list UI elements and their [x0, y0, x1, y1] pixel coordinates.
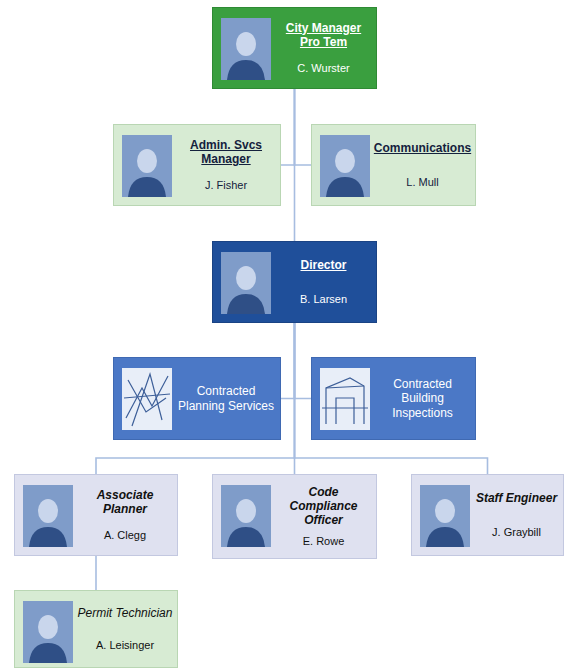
person-name: E. Rowe — [303, 535, 345, 548]
staff-photo — [221, 485, 271, 547]
text-column: Admin. Svcs Manager J. Fisher — [176, 131, 276, 199]
role-title: Admin. Svcs Manager — [176, 138, 276, 167]
person-name: A. Clegg — [104, 529, 146, 542]
text-column: Contracted Planning Services — [176, 364, 276, 433]
role-title: Director — [300, 258, 346, 272]
text-column: Staff Engineer J. Graybill — [474, 481, 559, 549]
person-name: B. Larsen — [300, 293, 347, 306]
person-name: A. Leisinger — [96, 639, 154, 652]
staff-photo — [320, 135, 370, 197]
staff-box: Staff Engineer J. Graybill — [411, 474, 564, 556]
staff-box: Admin. Svcs Manager J. Fisher — [113, 124, 281, 206]
staff-box: Permit Technician A. Leisinger — [14, 590, 178, 668]
text-column: Permit Technician A. Leisinger — [77, 597, 173, 661]
staff-photo — [221, 252, 271, 314]
text-column: Director B. Larsen — [275, 248, 372, 316]
reporting-line — [294, 89, 296, 241]
reporting-line — [95, 556, 97, 590]
staff-photo — [221, 18, 271, 80]
role-title: Staff Engineer — [476, 491, 557, 505]
person-name: J. Graybill — [492, 526, 541, 539]
director-box: Director B. Larsen — [212, 241, 377, 323]
service-box: Contracted Planning Services — [113, 357, 281, 440]
staff-box: Associate Planner A. Clegg — [14, 474, 178, 556]
person-name: L. Mull — [406, 176, 438, 189]
role-title: Associate Planner — [77, 488, 173, 517]
reporting-line — [295, 89, 312, 165]
staff-photo — [23, 485, 73, 547]
person-name: C. Wurster — [297, 62, 349, 75]
role-title: Communications — [374, 141, 471, 155]
reporting-line — [295, 323, 488, 474]
role-title: Permit Technician — [78, 606, 173, 620]
manager-box: City Manager Pro Tem C. Wurster — [212, 7, 377, 89]
service-name: Contracted Building Inspections — [374, 377, 471, 420]
text-column: Code Compliance Officer E. Rowe — [275, 481, 372, 552]
service-picture — [122, 368, 172, 430]
service-box: Contracted Building Inspections — [311, 357, 476, 440]
reporting-line — [281, 89, 295, 165]
text-column: Associate Planner A. Clegg — [77, 481, 173, 549]
staff-photo — [122, 135, 172, 197]
text-column: Communications L. Mull — [374, 131, 471, 199]
text-column: City Manager Pro Tem C. Wurster — [275, 14, 372, 82]
service-picture — [320, 368, 370, 430]
text-column: Contracted Building Inspections — [374, 364, 471, 433]
reporting-line — [96, 323, 295, 474]
reporting-line — [295, 323, 312, 399]
role-title: City Manager Pro Tem — [275, 21, 372, 50]
staff-box: Code Compliance Officer E. Rowe — [212, 474, 377, 559]
staff-photo — [23, 601, 73, 663]
reporting-line — [281, 323, 295, 399]
role-title: Code Compliance Officer — [275, 485, 372, 528]
staff-photo — [420, 485, 470, 547]
staff-box: Communications L. Mull — [311, 124, 476, 206]
service-name: Contracted Planning Services — [176, 384, 276, 413]
person-name: J. Fisher — [205, 179, 247, 192]
